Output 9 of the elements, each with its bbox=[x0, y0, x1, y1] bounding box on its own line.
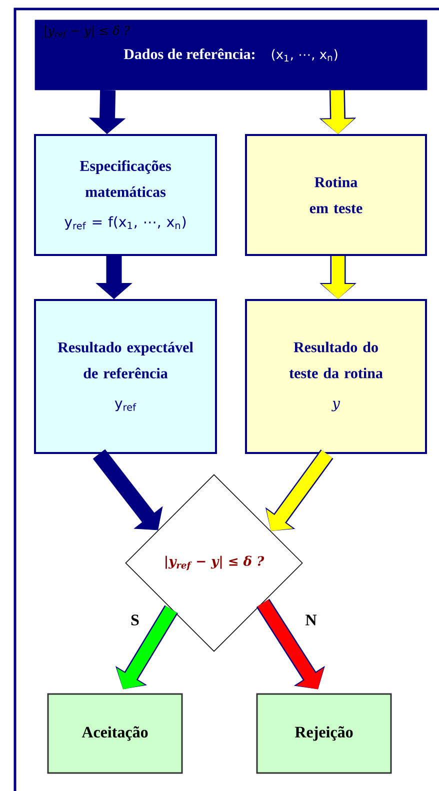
process-box: Resultado do teste da rotina y bbox=[245, 299, 427, 454]
result-box: Rejeição bbox=[256, 693, 392, 774]
process-box: Especificações matemáticas y$_{ref}$ = f(x$_{1}$, ⋯, x$_{n}$) bbox=[34, 134, 217, 256]
formula-text: |y$_{ref}$ − y| ≤ δ ? bbox=[45, 26, 130, 38]
edge-label: N bbox=[304, 614, 318, 626]
result-box: Aceitação bbox=[47, 693, 183, 774]
process-box: Resultado expectável de referência y$_{ref}$ bbox=[34, 299, 217, 454]
process-box: Rotina em teste bbox=[245, 134, 427, 256]
edge-label: S bbox=[130, 614, 140, 626]
